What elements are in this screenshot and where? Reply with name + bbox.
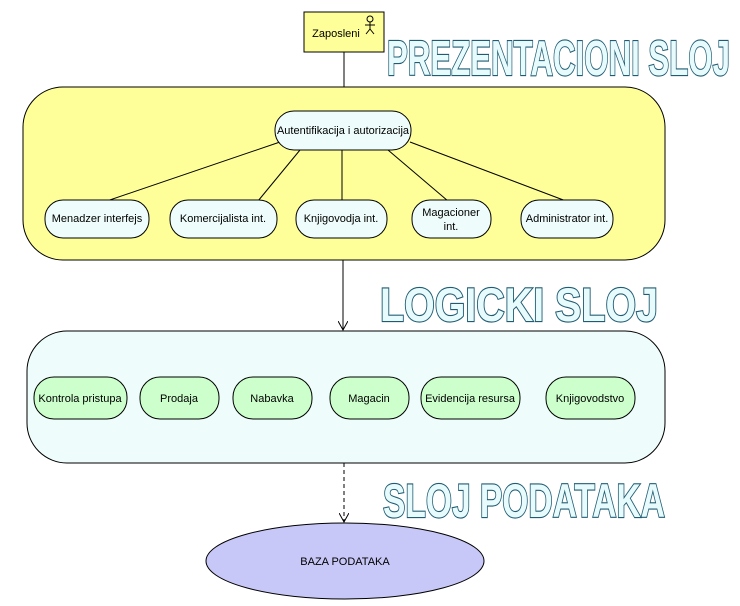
- interface-pill-manager: Menadzer interfejs: [44, 199, 150, 239]
- interface-pill-warehouse: Magacioner int.: [411, 199, 492, 239]
- interface-label-line1: Magacioner: [422, 207, 480, 219]
- interface-label: Menadzer interfejs: [52, 213, 143, 225]
- module-label: Magacin: [348, 393, 390, 405]
- module-pill-access-control: Kontrola pristupa: [33, 376, 128, 420]
- database-label: BAZA PODATAKA: [300, 556, 390, 568]
- module-label: Nabavka: [250, 393, 294, 405]
- module-pill-sales: Prodaja: [139, 376, 220, 420]
- interface-label: Administrator int.: [526, 213, 609, 225]
- module-pill-warehouse: Magacin: [329, 376, 410, 420]
- auth-pill: Autentifikacija i autorizacija: [274, 110, 412, 151]
- data-layer-title: SLOJ PODATAKA: [383, 474, 665, 527]
- module-label: Knjigovodstvo: [556, 393, 625, 405]
- module-pill-procurement: Nabavka: [232, 376, 313, 420]
- actor-box: Zaposleni: [303, 11, 385, 53]
- module-label: Kontrola pristupa: [38, 393, 122, 405]
- interface-label: Knjigovodja int.: [304, 213, 379, 225]
- actor-label: Zaposleni: [312, 28, 360, 40]
- interface-pill-commercial: Komercijalista int.: [169, 199, 278, 239]
- module-pill-bookkeeping: Knjigovodstvo: [545, 376, 636, 420]
- module-label: Evidencija resursa: [425, 393, 516, 405]
- interface-pill-accountant: Knjigovodja int.: [295, 199, 388, 239]
- logic-layer-title: LOGICKI SLOJ: [380, 278, 658, 331]
- interface-pill-admin: Administrator int.: [520, 199, 614, 239]
- module-label: Prodaja: [160, 393, 199, 405]
- stick-figure-icon: [365, 15, 375, 35]
- presentation-layer-title: PREZENTACIONI SLOJ: [387, 32, 730, 86]
- database-node: BAZA PODATAKA: [205, 522, 485, 600]
- interface-label-line2: int.: [444, 221, 459, 233]
- module-pill-resource-records: Evidencija resursa: [420, 376, 521, 420]
- auth-label: Autentifikacija i autorizacija: [277, 125, 410, 137]
- auth-connectors: [97, 141, 567, 205]
- interface-label: Komercijalista int.: [180, 213, 266, 225]
